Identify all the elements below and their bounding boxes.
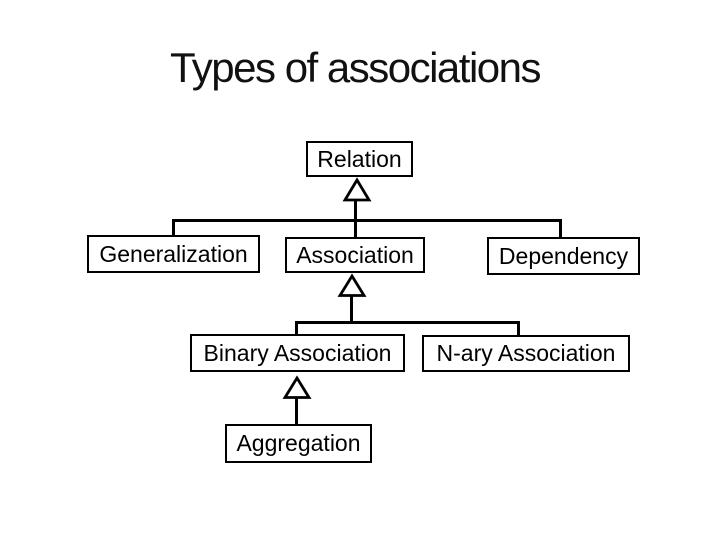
node-generalization: Generalization [87,235,260,273]
connector-level1-horizontal [172,219,562,222]
node-n-ary-association-label: N-ary Association [436,340,616,366]
connector-binary-drop [295,323,298,335]
generalization-triangle-icon [282,375,312,399]
node-association-label: Association [296,241,414,268]
connector-aggregation-stem [295,396,298,424]
node-n-ary-association: N-ary Association [422,335,630,372]
node-dependency-label: Dependency [498,242,629,269]
node-dependency: Dependency [487,237,640,275]
slide-title: Types of associations [169,44,542,91]
connector-association-stem [350,294,353,323]
node-aggregation-label: Aggregation [236,430,361,456]
node-relation: Relation [306,141,413,177]
node-aggregation: Aggregation [225,424,372,463]
node-binary-association: Binary Association [190,334,405,372]
generalization-triangle-icon [337,273,367,297]
node-relation-label: Relation [317,145,402,172]
node-generalization-label: Generalization [99,240,248,267]
node-association: Association [285,237,425,273]
connector-nary-drop [517,323,520,336]
generalization-triangle-icon [342,177,372,202]
connector-level2-horizontal [295,321,520,324]
connector-generalization-drop [172,221,175,236]
connector-dependency-drop [559,221,562,238]
node-binary-association-label: Binary Association [203,339,392,366]
